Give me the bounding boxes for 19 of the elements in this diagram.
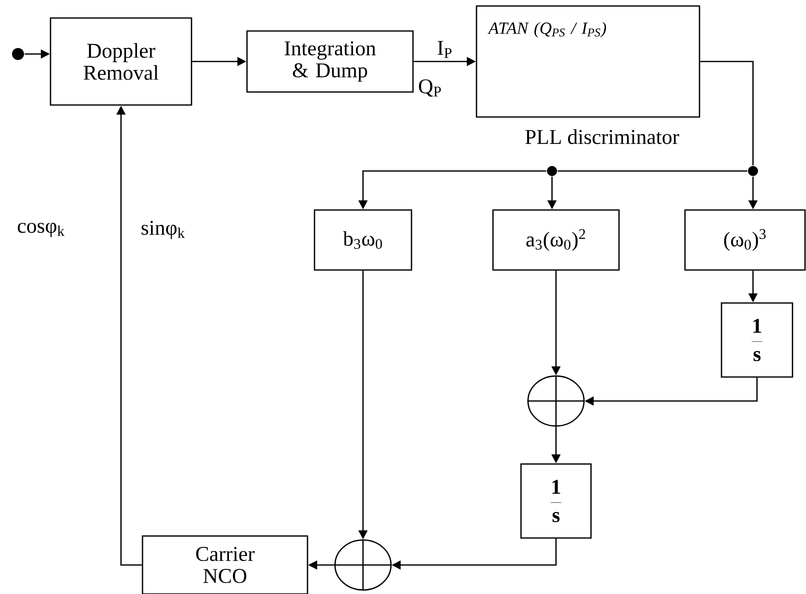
signal-label: cosφ$_{k}$ [18, 222, 64, 238]
process-box: Doppler Removal [50, 17, 192, 106]
edge-label: I$_{P}$ [438, 40, 452, 58]
junction-dot [547, 166, 557, 176]
process-box: Integration & Dump [246, 30, 414, 93]
junction-dot [12, 48, 24, 60]
integrator-box: $\frac{\mathbf{1}}{\mathbf{s}}$ [520, 463, 592, 539]
signal-label: Q$_{P}$ [418, 79, 441, 97]
summing-junction [527, 375, 585, 427]
process-box: a$_{3}$(ω$_{0}$)$^{2}$ [492, 209, 620, 271]
integrator-box: $\frac{\mathbf{1}}{\mathbf{s}}$ [720, 302, 794, 378]
process-box: (ω$_{0}$)$^{3}$ [684, 209, 806, 271]
signal-label: sinφ$_{k}$ [142, 220, 185, 240]
process-box: b$_{3}$ω$_{0}$ [314, 209, 412, 271]
process-box: Carrier NCO [142, 535, 308, 594]
summing-junction [334, 539, 392, 591]
junction-dot [748, 166, 758, 176]
node-label: PLL discriminator [525, 129, 680, 144]
discriminator-box: ATAN (Q$_{PS}$ / I$_{PS}$) [476, 5, 700, 118]
